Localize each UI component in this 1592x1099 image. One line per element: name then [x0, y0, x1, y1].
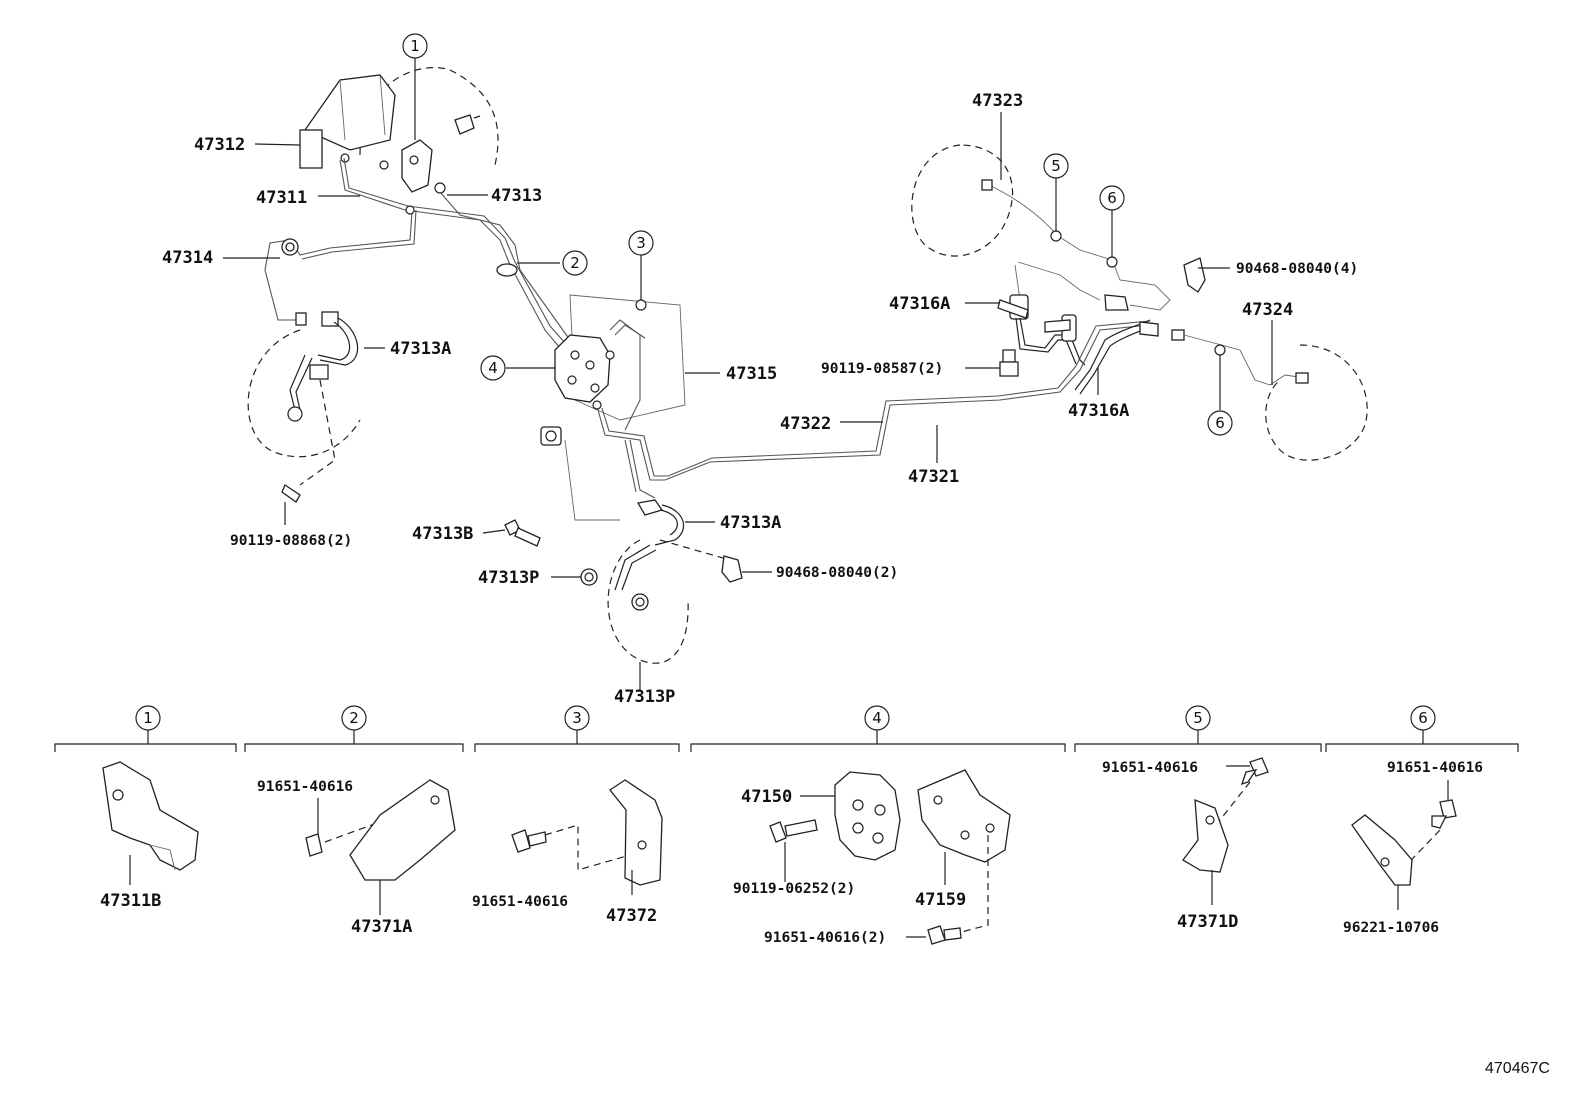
label-47313P-bottom: 47313P — [614, 687, 675, 707]
front-left-hose — [247, 317, 361, 525]
svg-text:5: 5 — [1193, 709, 1203, 727]
group-3: 3 91651-40616 47372 — [472, 705, 663, 926]
rear-brake-lines — [911, 144, 1368, 461]
brake-lines-front — [264, 157, 571, 349]
label-47371A: 47371A — [351, 917, 412, 937]
label-47321: 47321 — [908, 467, 959, 487]
label-96221-10706: 96221-10706 — [1343, 920, 1439, 936]
label-90119-08587: 90119-08587(2) — [821, 361, 943, 377]
svg-text:4: 4 — [488, 359, 498, 377]
svg-text:1: 1 — [143, 709, 153, 727]
callout-5: 5 — [1043, 153, 1069, 179]
part-labels: 47312 47311 47313 47314 47313A 90119-088… — [162, 91, 1358, 707]
callout-2: 2 — [562, 250, 588, 276]
front-right-hose — [607, 499, 743, 690]
label-47311B: 47311B — [100, 891, 161, 911]
label-47315: 47315 — [726, 364, 777, 384]
label-47311: 47311 — [256, 188, 307, 208]
label-90468-08040-2: 90468-08040(2) — [776, 565, 898, 581]
callout-3: 3 — [628, 230, 654, 256]
leader-dots — [496, 230, 1226, 356]
label-47313: 47313 — [491, 186, 542, 206]
group-4: 4 47150 90119-06252(2) 47159 91651-40616… — [733, 705, 1011, 946]
label-90119-06252: 90119-06252(2) — [733, 881, 855, 897]
label-90468-08040-4: 90468-08040(4) — [1236, 261, 1358, 277]
label-47150: 47150 — [741, 787, 792, 807]
master-cylinder-assembly — [299, 67, 499, 194]
group-1: 1 47311B — [100, 705, 199, 911]
callout-6-lower: 6 — [1207, 410, 1233, 436]
svg-text:4: 4 — [872, 709, 882, 727]
label-90119-08868: 90119-08868(2) — [230, 533, 352, 549]
leader-lines — [223, 58, 1273, 573]
label-47314: 47314 — [162, 248, 213, 268]
callout-1: 1 — [402, 33, 428, 59]
label-47312: 47312 — [194, 135, 245, 155]
label-47313P-left: 47313P — [478, 568, 539, 588]
svg-text:3: 3 — [636, 234, 646, 252]
label-91651-40616-2: 91651-40616(2) — [764, 930, 886, 946]
group-brackets — [54, 730, 1519, 752]
label-47316A-right: 47316A — [1068, 401, 1129, 421]
callout-4: 4 — [480, 355, 506, 381]
label-47313A-mid: 47313A — [720, 513, 781, 533]
label-91651-40616-g5: 91651-40616 — [1102, 760, 1198, 776]
svg-text:3: 3 — [572, 709, 582, 727]
label-47324: 47324 — [1242, 300, 1293, 320]
group-5: 5 91651-40616 47371D — [1102, 705, 1269, 932]
label-47313B: 47313B — [412, 524, 473, 544]
group-2: 2 91651-40616 47371A — [257, 705, 456, 937]
svg-text:6: 6 — [1418, 709, 1428, 727]
label-91651-40616-g2: 91651-40616 — [257, 779, 353, 795]
label-91651-40616-g3: 91651-40616 — [472, 894, 568, 910]
label-47323: 47323 — [972, 91, 1023, 111]
label-47372: 47372 — [606, 906, 657, 926]
brake-junction-block — [540, 294, 1151, 521]
label-47322: 47322 — [780, 414, 831, 434]
svg-text:5: 5 — [1051, 157, 1061, 175]
svg-text:2: 2 — [349, 709, 359, 727]
label-47159: 47159 — [915, 890, 966, 910]
svg-text:1: 1 — [410, 37, 420, 55]
figure-reference: 470467C — [1485, 1060, 1550, 1077]
label-47313A-left: 47313A — [390, 339, 451, 359]
svg-text:2: 2 — [570, 254, 580, 272]
svg-text:6: 6 — [1107, 189, 1117, 207]
group-6: 6 91651-40616 96221-10706 — [1343, 705, 1483, 936]
label-47316A-left: 47316A — [889, 294, 950, 314]
svg-text:6: 6 — [1215, 414, 1225, 432]
label-47371D: 47371D — [1177, 912, 1238, 932]
callout-6: 6 — [1099, 185, 1125, 211]
label-91651-40616-g6: 91651-40616 — [1387, 760, 1483, 776]
bleeder-plug — [482, 519, 598, 586]
